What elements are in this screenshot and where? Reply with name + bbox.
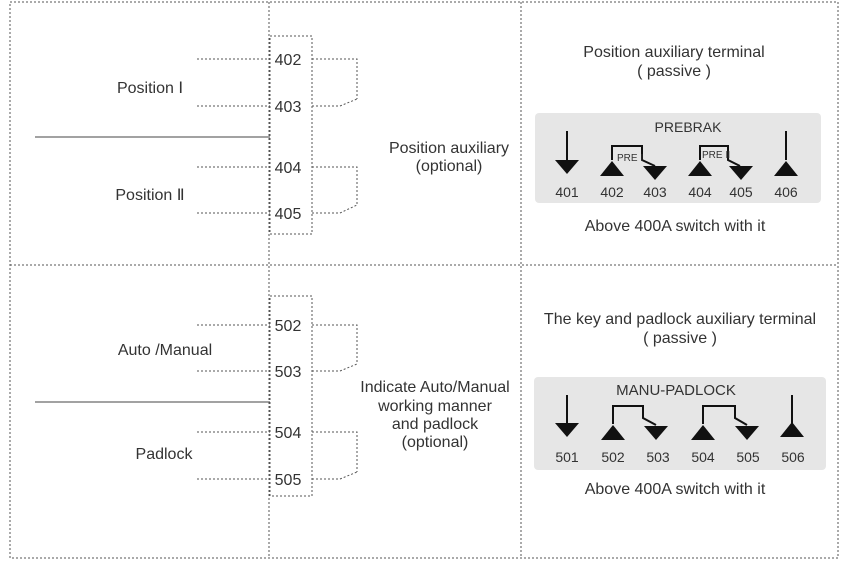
arrow-up-icon — [601, 425, 625, 440]
label-auto-manual: Auto /Manual — [118, 342, 212, 359]
right-top-subtitle: ( passive ) — [637, 63, 711, 80]
middle-bottom-line2: working manner — [377, 398, 493, 415]
label-position-1: Position Ⅰ — [117, 80, 183, 97]
frame-lines — [9, 1, 839, 559]
arrow-up-icon — [688, 161, 712, 176]
terminal-503: 503 — [275, 364, 302, 381]
terminal-strip-bottom — [269, 295, 313, 497]
middle-bottom-line1: Indicate Auto/Manual — [360, 379, 509, 396]
right-bottom-terminal: 505 — [736, 449, 760, 465]
terminal-403: 403 — [275, 99, 302, 116]
arrow-down-icon — [735, 426, 759, 440]
label-position-2: Position Ⅱ — [115, 187, 184, 204]
right-top-terminal: 404 — [688, 184, 712, 200]
terminal-504: 504 — [275, 425, 302, 442]
arrow-up-icon — [691, 425, 715, 440]
terminal-strip-top — [269, 35, 313, 235]
pre-2-label: PRE Ⅱ — [702, 150, 730, 161]
right-bottom-terminal: 501 — [555, 449, 579, 465]
right-top-terminal: 402 — [600, 184, 624, 200]
right-bottom-footer: Above 400A switch with it — [585, 481, 766, 498]
right-top-terminal: 401 — [555, 184, 579, 200]
terminal-405: 405 — [275, 206, 302, 223]
pre-1-label: PRE Ⅰ — [617, 153, 643, 164]
arrow-up-icon — [780, 422, 804, 437]
arrow-down-icon — [643, 166, 667, 180]
manu-padlock-box — [534, 377, 826, 470]
right-top-footer: Above 400A switch with it — [585, 218, 766, 235]
middle-top-line1: Position auxiliary — [389, 140, 509, 157]
arrow-up-icon — [600, 161, 624, 176]
outer-frame — [9, 1, 839, 559]
manu-padlock-title: MANU-PADLOCK — [616, 382, 736, 399]
right-top-terminal: 405 — [729, 184, 753, 200]
terminal-505: 505 — [275, 472, 302, 489]
arrow-down-icon — [555, 160, 579, 174]
right-bottom-terminal: 506 — [781, 449, 805, 465]
middle-bottom-line4: (optional) — [402, 434, 469, 451]
prebrak-box — [535, 113, 821, 203]
arrow-down-icon — [555, 423, 579, 437]
right-bottom-terminal: 504 — [691, 449, 715, 465]
arrow-up-icon — [774, 161, 798, 176]
terminal-404: 404 — [275, 160, 302, 177]
right-top-title: Position auxiliary terminal — [583, 44, 764, 61]
terminal-402: 402 — [275, 52, 302, 69]
terminal-502: 502 — [275, 318, 302, 335]
label-padlock: Padlock — [136, 446, 194, 463]
arrow-down-icon — [729, 166, 753, 180]
middle-bottom-line3: and padlock — [392, 416, 479, 433]
middle-top-line2: (optional) — [416, 158, 483, 175]
arrow-down-icon — [644, 426, 668, 440]
prebrak-title: PREBRAK — [655, 119, 723, 135]
right-top-terminal: 406 — [774, 184, 798, 200]
right-bottom-title: The key and padlock auxiliary terminal — [544, 311, 816, 328]
right-bottom-terminal: 503 — [646, 449, 670, 465]
right-bottom-subtitle: ( passive ) — [643, 330, 717, 347]
right-bottom-terminal: 502 — [601, 449, 625, 465]
right-top-terminal: 403 — [643, 184, 667, 200]
